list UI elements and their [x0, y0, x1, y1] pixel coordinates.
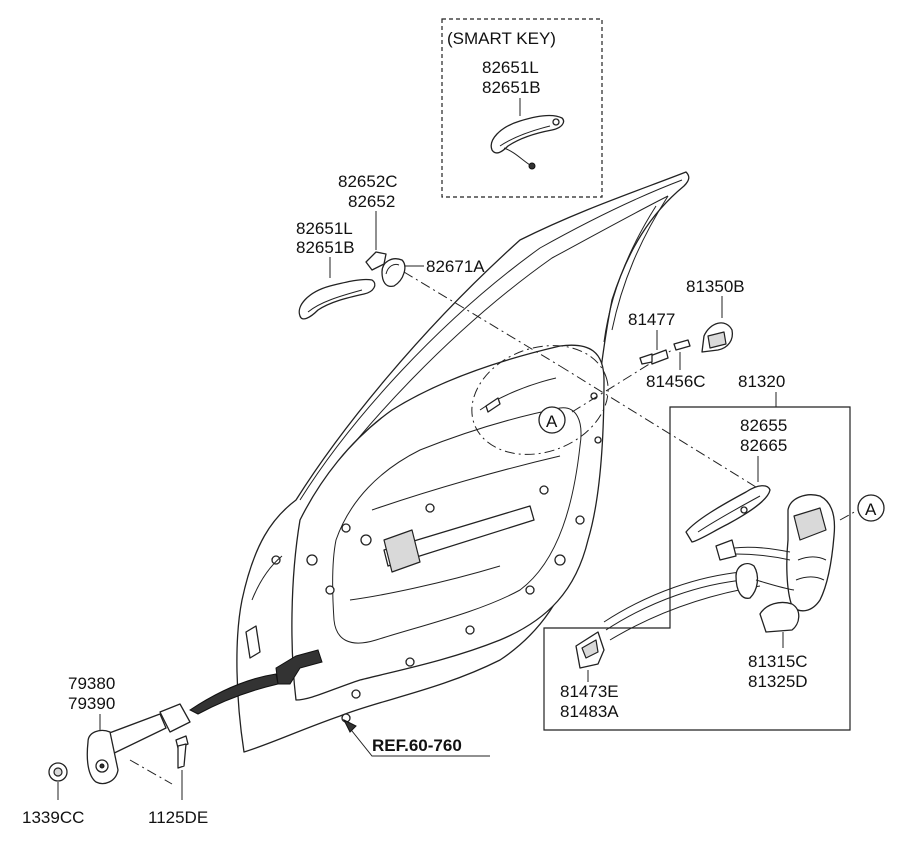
- label-79390: 79390: [68, 694, 115, 713]
- inner-handle-detail: [697, 495, 761, 533]
- frame-rear-post-inner: [603, 205, 657, 343]
- outer-handle-group: 82652C 82652 82651L 82651B 82671A: [296, 172, 485, 320]
- label-82655: 82655: [740, 416, 787, 435]
- label-79380: 79380: [68, 674, 115, 693]
- latch-line: [797, 556, 827, 561]
- striker-group: 81350B 81477 81456C 81320: [628, 277, 785, 407]
- hinge-side-line: [251, 555, 283, 601]
- detail-a-ellipse: [471, 345, 609, 455]
- hinge-pocket: [245, 625, 261, 659]
- door-inner-panel: [291, 344, 605, 701]
- label-82652C: 82652C: [338, 172, 398, 191]
- smart-key-group: (SMART KEY) 82651L 82651B: [441, 18, 603, 198]
- regulator-rail: [383, 505, 535, 567]
- label-81325D: 81325D: [748, 672, 808, 691]
- wire-connector: [715, 539, 737, 561]
- checker-bracket: [275, 649, 323, 685]
- label-82651B-smart: 82651B: [482, 78, 541, 97]
- cable-3: [609, 585, 761, 641]
- callout-a-latch-text: A: [865, 500, 877, 519]
- bolt-81477: [649, 349, 669, 365]
- bolt-1125DE: [177, 743, 187, 769]
- callout-a-latch: [857, 494, 885, 522]
- label-81473E: 81473E: [560, 682, 619, 701]
- ref-label: REF.60-760: [372, 736, 462, 755]
- bracket-81473E-inner: [581, 639, 599, 659]
- latch-inner: [793, 507, 827, 541]
- door-checker-group: 79380 79390 1339CC 1125DE: [22, 674, 208, 827]
- smart-key-title: (SMART KEY): [447, 29, 556, 48]
- actuator-81315C: [759, 601, 800, 633]
- gasket-82671A: [381, 258, 406, 288]
- checker-arrow: [189, 673, 279, 715]
- leader-callout-a: [839, 509, 859, 521]
- bolt-81477-head: [639, 353, 653, 365]
- latch-assembly-box: [543, 406, 851, 731]
- latch-line-2: [795, 576, 825, 581]
- label-82652: 82652: [348, 192, 395, 211]
- window-frame-line: [299, 179, 683, 501]
- gasket-inner: [385, 263, 400, 275]
- frame-rear-post: [611, 195, 669, 331]
- label-82651L-smart: 82651L: [482, 58, 539, 77]
- label-81320: 81320: [738, 372, 785, 391]
- checker-stopper: [159, 703, 191, 733]
- smart-key-dashed-box: [441, 18, 603, 198]
- callout-a-door-text: A: [546, 412, 558, 431]
- cable-to-latch: [755, 579, 795, 591]
- label-82671A: 82671A: [426, 257, 485, 276]
- leader-dashes: [129, 271, 765, 785]
- key-cover-82652: [365, 251, 387, 271]
- smart-key-handle: [490, 114, 565, 170]
- callout-a-door: A: [538, 406, 566, 434]
- cable-grommet: [735, 562, 759, 599]
- label-81483A: 81483A: [560, 702, 619, 721]
- ref-group: REF.60-760: [342, 718, 490, 757]
- inner-rail-2: [371, 455, 561, 511]
- cable-1: [603, 571, 743, 623]
- outer-handle-inner-line: [307, 289, 363, 313]
- door-holes: [271, 392, 602, 723]
- ref-arrow-head: [342, 718, 357, 733]
- label-81456C: 81456C: [646, 372, 706, 391]
- cover-81350B-inner: [707, 331, 727, 349]
- label-81350B: 81350B: [686, 277, 745, 296]
- inside-handle-hole: [485, 397, 501, 413]
- checker-body: [86, 729, 119, 785]
- label-81477: 81477: [628, 310, 675, 329]
- screw-81456C: [673, 339, 691, 351]
- wire-1: [733, 546, 791, 553]
- label-1125DE: 1125DE: [148, 808, 208, 827]
- latch-box-group: 82655 82665 81315C 81325D 81473E 81483A: [543, 406, 885, 731]
- front-door-panel: [189, 171, 690, 753]
- label-1339CC: 1339CC: [22, 808, 84, 827]
- label-82651L: 82651L: [296, 219, 353, 238]
- wire-2: [735, 553, 791, 561]
- inner-panel-cutout: [332, 407, 582, 644]
- inner-rail: [349, 565, 501, 601]
- label-81315C: 81315C: [748, 652, 808, 671]
- regulator-motor: [383, 529, 421, 573]
- outer-handle: [298, 278, 376, 320]
- label-82651B: 82651B: [296, 238, 355, 257]
- ref-leader: [347, 725, 490, 757]
- label-82665: 82665: [740, 436, 787, 455]
- cable-2: [605, 579, 745, 631]
